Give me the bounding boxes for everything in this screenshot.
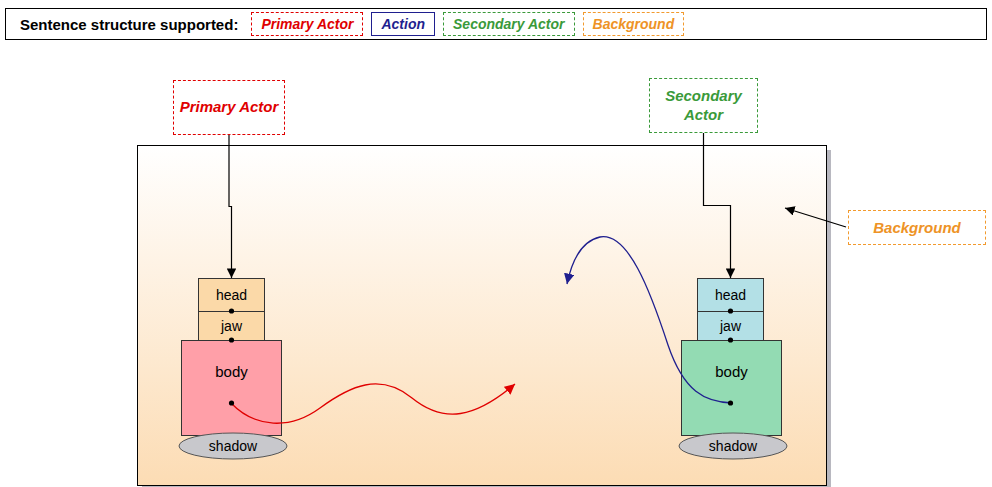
callout-box: Background xyxy=(848,210,986,245)
shadow-ellipse: shadow xyxy=(178,432,288,460)
pointer-arrow xyxy=(229,135,232,278)
callout-box: Primary Actor xyxy=(173,80,286,135)
joint-dot xyxy=(229,337,234,342)
node-label: Secondary Actor xyxy=(453,16,565,32)
legend-box: Secondary Actor xyxy=(443,12,575,36)
node-label: Action xyxy=(381,16,425,32)
node-label: Secondary Actor xyxy=(650,87,757,125)
node-label: head xyxy=(715,287,746,303)
node-label: head xyxy=(216,287,247,303)
joint-dot xyxy=(229,400,234,405)
joint-dot xyxy=(728,337,733,342)
joint-dot xyxy=(229,308,234,313)
node-label: body xyxy=(215,363,248,380)
head-part: head xyxy=(697,278,764,312)
legend-box: Action xyxy=(371,12,435,36)
action-path xyxy=(567,237,732,403)
node-label: Background xyxy=(593,16,675,32)
node-label: jaw xyxy=(221,318,242,334)
pointer-arrow xyxy=(704,133,731,278)
legend-box: Background xyxy=(583,12,685,36)
joint-dot xyxy=(728,308,733,313)
jaw-part: jaw xyxy=(697,311,764,341)
joint-dot xyxy=(728,400,733,405)
background-area xyxy=(138,146,827,486)
head-part: head xyxy=(198,278,265,312)
node-label: Background xyxy=(873,219,961,236)
header-title: Sentence structure supported: xyxy=(20,16,238,33)
header-box: Sentence structure supported: Primary Act… xyxy=(5,8,987,40)
node-label: shadow xyxy=(709,438,757,454)
motion-path xyxy=(231,384,515,423)
legend-box: Primary Actor xyxy=(251,12,363,36)
node-label: shadow xyxy=(209,438,257,454)
callout-box: Secondary Actor xyxy=(649,78,758,133)
shadow-ellipse: shadow xyxy=(678,432,788,460)
node-label: Primary Actor xyxy=(261,16,353,32)
node-label: jaw xyxy=(720,318,741,334)
leader-arrow xyxy=(785,208,846,227)
body-part: body xyxy=(681,340,782,436)
node-label: body xyxy=(715,363,748,380)
body-part: body xyxy=(181,340,282,436)
node-label: Primary Actor xyxy=(180,98,279,117)
jaw-part: jaw xyxy=(198,311,265,341)
